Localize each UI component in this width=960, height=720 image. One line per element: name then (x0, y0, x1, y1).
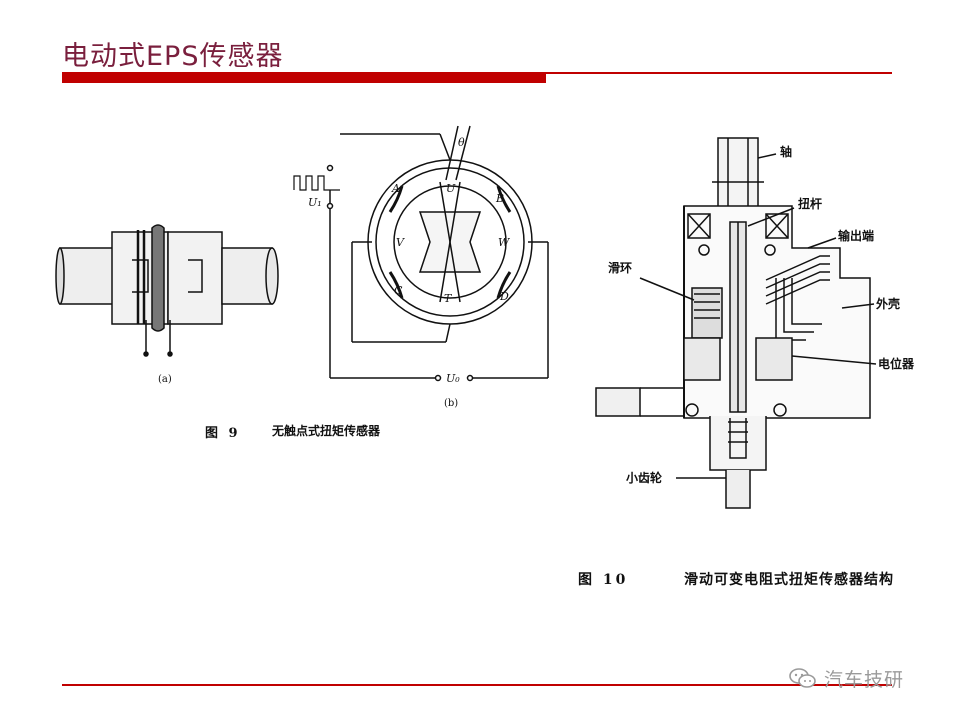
label-D: D (499, 290, 509, 303)
label-torsion-bar: 扭杆 (798, 196, 822, 211)
title-accent-bar (62, 74, 546, 83)
label-potentiometer: 电位器 (878, 356, 915, 371)
label-slip-ring: 滑环 (608, 260, 632, 275)
label-shaft: 轴 (780, 144, 792, 159)
figure-9-number: 图 9 (205, 426, 241, 441)
label-B: B (495, 192, 504, 205)
figure-9a-coupling (55, 224, 279, 357)
figure-9b-schematic (293, 125, 549, 382)
figure-10-drawing: 轴 扭杆 输出端 滑环 外壳 电位器 小齿轮 (595, 137, 915, 509)
label-U: U (446, 182, 456, 195)
page-title: 电动式EPS传感器 (62, 41, 284, 72)
label-housing: 外壳 (876, 296, 900, 311)
figure-9-drawing: (a) (55, 125, 549, 409)
label-A: A (391, 182, 400, 195)
figure-10-number: 图 10 (578, 572, 629, 588)
label-V: V (396, 236, 405, 249)
watermark: 汽车技研 (788, 664, 904, 692)
label-U1: U₁ (308, 196, 322, 209)
label-W: W (498, 236, 511, 249)
watermark-text: 汽车技研 (824, 668, 905, 691)
figure-10: 轴 扭杆 输出端 滑环 外壳 电位器 小齿轮 (580, 118, 950, 558)
figure-9-caption: 无触点式扭矩传感器 (272, 424, 381, 438)
label-T: T (444, 292, 453, 305)
figure-10-caption: 滑动可变电阻式扭矩传感器结构 (684, 572, 894, 588)
label-U0: U₀ (446, 372, 460, 385)
label-pinion: 小齿轮 (626, 470, 663, 485)
figure-9: (a) (40, 120, 580, 440)
figure-9a-label: (a) (158, 374, 172, 385)
label-output: 输出端 (838, 228, 874, 243)
figure-9b-label: (b) (444, 398, 458, 409)
footer-rule (62, 684, 892, 686)
label-C: C (394, 284, 403, 297)
label-theta: θ (458, 136, 465, 149)
wechat-icon (789, 668, 816, 688)
title-rule (62, 72, 892, 74)
